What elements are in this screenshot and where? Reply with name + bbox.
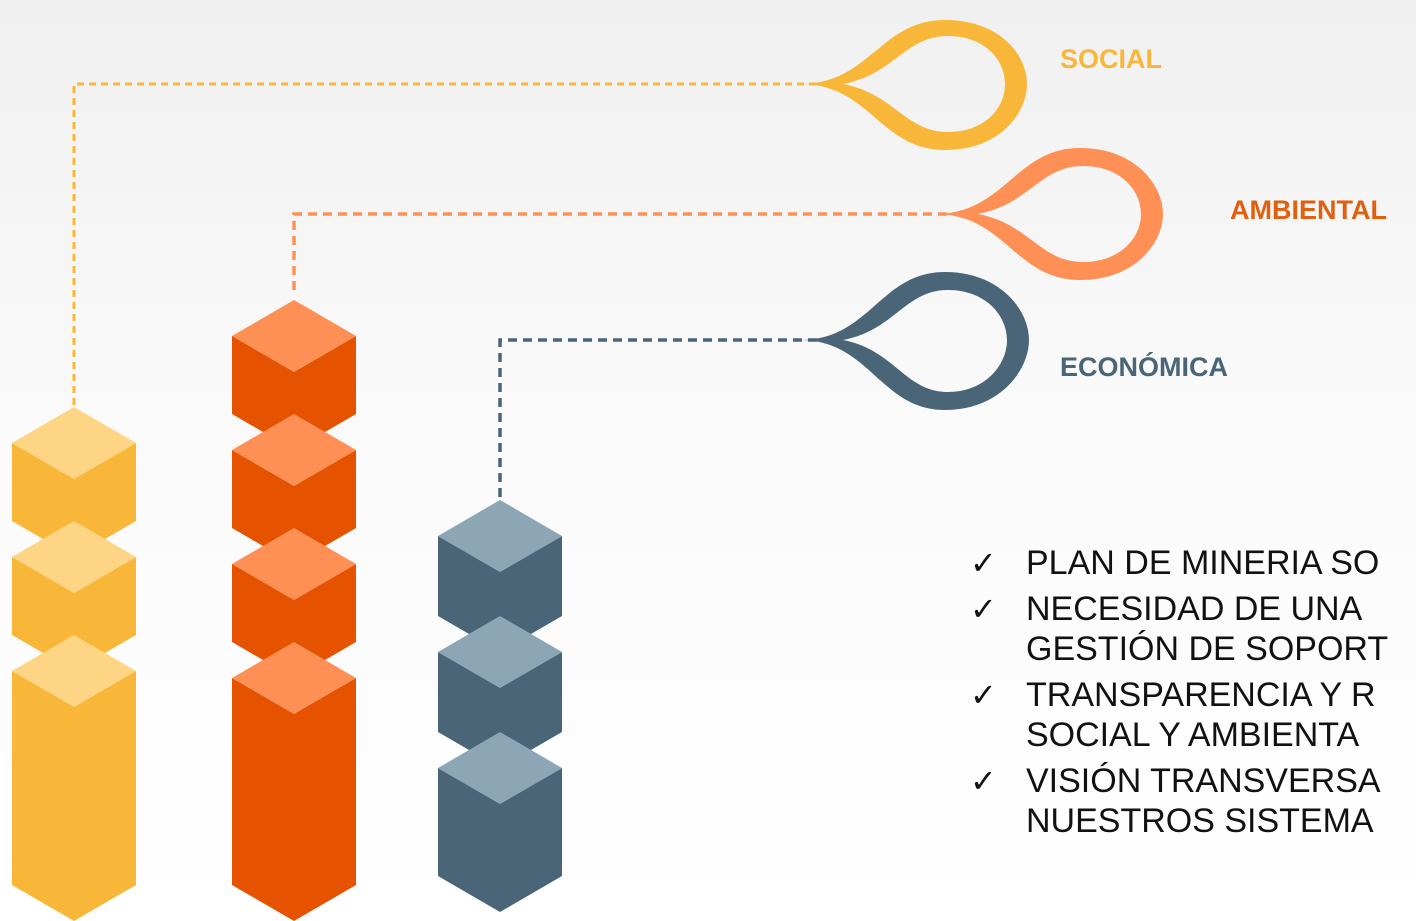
check-icon: ✓ <box>970 545 997 581</box>
ambiental-pillar <box>232 300 356 921</box>
check-icon: ✓ <box>970 677 997 713</box>
social-pillar <box>12 407 136 921</box>
block-top <box>232 414 356 486</box>
block-body <box>232 335 356 450</box>
block-top <box>12 635 136 707</box>
economica-pillar <box>438 500 562 912</box>
bullet-item: ✓ PLAN DE MINERIA SO <box>970 543 1416 583</box>
economica-label: ECONÓMICA <box>1060 352 1228 382</box>
bullet-line: GESTIÓN DE SOPORT <box>1026 630 1389 668</box>
block-body <box>12 442 136 557</box>
block-body <box>438 651 562 768</box>
block-top <box>12 521 136 593</box>
block-top <box>12 407 136 479</box>
block-top <box>232 642 356 714</box>
block-body <box>232 563 356 678</box>
block-body <box>12 670 136 921</box>
bullet-line: NECESIDAD DE UNA <box>1026 590 1363 628</box>
social-loop-icon <box>800 20 1027 150</box>
bullet-text: PLAN DE MINERIA SO <box>1026 544 1380 582</box>
block-top <box>232 300 356 372</box>
block-body <box>438 535 562 652</box>
block-top <box>438 732 562 804</box>
block-body <box>12 556 136 671</box>
check-icon: ✓ <box>970 591 997 627</box>
bullet-line: NUESTROS SISTEMA <box>1026 802 1374 840</box>
ambiental-connector-line <box>292 212 955 290</box>
bullet-line: SOCIAL Y AMBIENTA <box>1026 716 1360 754</box>
bullet-line: TRANSPARENCIA Y R <box>1026 676 1376 714</box>
economica-loop-icon <box>800 272 1029 410</box>
block-body <box>232 677 356 921</box>
bullet-text: VISIÓN TRANSVERSA NUESTROS SISTEMA <box>1026 761 1381 841</box>
ambiental-loop-icon <box>935 148 1163 280</box>
bullet-text: TRANSPARENCIA Y R SOCIAL Y AMBIENTA <box>1026 675 1376 755</box>
block-body <box>438 767 562 912</box>
economica-connector-line <box>498 338 820 497</box>
bullet-list: ✓ PLAN DE MINERIA SO ✓ NECESIDAD DE UNA … <box>970 543 1416 847</box>
block-body <box>232 449 356 564</box>
bullet-item: ✓ TRANSPARENCIA Y R SOCIAL Y AMBIENTA <box>970 675 1416 755</box>
block-top <box>232 528 356 600</box>
social-connector-line <box>72 82 820 405</box>
bullet-line: VISIÓN TRANSVERSA <box>1026 762 1381 800</box>
bullet-item: ✓ NECESIDAD DE UNA GESTIÓN DE SOPORT <box>970 589 1416 669</box>
bullet-item: ✓ VISIÓN TRANSVERSA NUESTROS SISTEMA <box>970 761 1416 841</box>
block-top <box>438 616 562 688</box>
block-top <box>438 500 562 572</box>
social-label: SOCIAL <box>1060 44 1163 74</box>
check-icon: ✓ <box>970 763 997 799</box>
ambiental-label: AMBIENTAL <box>1230 195 1387 225</box>
bullet-text: NECESIDAD DE UNA GESTIÓN DE SOPORT <box>1026 589 1388 669</box>
